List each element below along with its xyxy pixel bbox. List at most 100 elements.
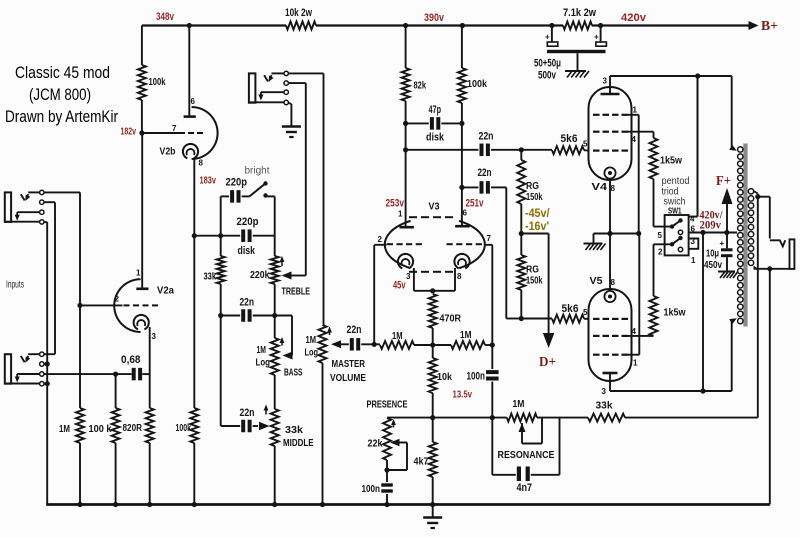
svg-text:pentod: pentod	[662, 176, 690, 187]
svg-text:-16vʹ: -16vʹ	[525, 221, 549, 233]
svg-text:1M: 1M	[257, 344, 267, 356]
svg-text:1M: 1M	[460, 329, 472, 341]
svg-text:253v: 253v	[386, 198, 405, 210]
svg-text:4: 4	[632, 135, 637, 144]
svg-text:420v/: 420v/	[700, 210, 724, 222]
svg-text:1M: 1M	[513, 398, 525, 410]
svg-text:V2b: V2b	[160, 146, 176, 158]
svg-text:82k: 82k	[414, 80, 427, 92]
svg-text:0,68: 0,68	[121, 354, 141, 366]
svg-text:2: 2	[115, 295, 120, 304]
svg-text:33k: 33k	[204, 271, 217, 283]
svg-text:5k6: 5k6	[562, 303, 579, 315]
svg-text:Drawn by ArtemKir: Drawn by ArtemKir	[5, 107, 118, 126]
svg-text:MIDDLE: MIDDLE	[283, 437, 314, 449]
svg-text:disk: disk	[238, 245, 256, 257]
svg-text:22k: 22k	[368, 438, 383, 450]
svg-text:1M: 1M	[306, 334, 317, 346]
svg-text:3: 3	[691, 237, 696, 246]
svg-text:100k: 100k	[176, 422, 192, 434]
svg-text:1k5w: 1k5w	[660, 155, 683, 167]
svg-text:820R: 820R	[123, 422, 143, 434]
svg-text:220p: 220p	[237, 216, 259, 228]
svg-text:2: 2	[378, 235, 383, 244]
svg-text:8: 8	[611, 278, 616, 287]
svg-text:5: 5	[658, 231, 663, 240]
svg-text:5: 5	[583, 308, 588, 317]
svg-text:1: 1	[136, 269, 141, 278]
svg-text:swich: swich	[664, 197, 686, 208]
svg-text:F+: F+	[716, 173, 731, 188]
svg-text:33k: 33k	[285, 424, 303, 436]
svg-text:SW1: SW1	[668, 206, 682, 216]
svg-text:100k: 100k	[467, 78, 487, 90]
svg-text:disk: disk	[426, 132, 445, 144]
svg-text:8: 8	[457, 272, 462, 281]
svg-text:13.5v: 13.5v	[453, 389, 473, 401]
svg-text:2: 2	[658, 248, 663, 257]
svg-text:182v: 182v	[121, 127, 137, 138]
svg-text:100 k: 100 k	[89, 423, 112, 435]
svg-text:B+: B+	[761, 19, 778, 34]
svg-text:Inputs: Inputs	[6, 279, 24, 291]
svg-text:3: 3	[603, 77, 608, 86]
svg-text:100k: 100k	[149, 76, 166, 88]
svg-text:(JCM 800): (JCM 800)	[29, 85, 91, 104]
svg-text:5k6: 5k6	[561, 133, 578, 145]
svg-text:1: 1	[633, 106, 638, 115]
svg-text:1: 1	[633, 359, 638, 368]
svg-text:bright: bright	[245, 165, 270, 177]
svg-text:100n: 100n	[467, 371, 486, 383]
svg-text:Classic 45 mod: Classic 45 mod	[15, 63, 110, 82]
svg-text:10k 2w: 10k 2w	[285, 7, 312, 19]
svg-text:6: 6	[191, 97, 196, 106]
svg-text:50+50μ: 50+50μ	[534, 58, 561, 70]
svg-text:420v: 420v	[621, 12, 647, 24]
svg-text:4k7: 4k7	[414, 456, 429, 468]
svg-text:150k: 150k	[526, 275, 543, 287]
svg-text:150k: 150k	[526, 191, 543, 203]
svg-text:47p: 47p	[429, 104, 442, 116]
svg-text:7: 7	[487, 234, 492, 243]
svg-text:V4: V4	[592, 181, 608, 193]
svg-text:1M: 1M	[392, 330, 403, 342]
svg-text:4: 4	[632, 327, 637, 336]
svg-text:V5: V5	[590, 275, 603, 287]
svg-text:251v: 251v	[466, 198, 485, 210]
svg-text:4n7: 4n7	[517, 482, 533, 494]
svg-text:7.1k 2w: 7.1k 2w	[563, 7, 596, 19]
svg-text:RESONANCE: RESONANCE	[498, 449, 555, 461]
svg-text:220k: 220k	[250, 269, 270, 281]
svg-text:V2a: V2a	[157, 285, 174, 297]
svg-text:10μ: 10μ	[706, 249, 719, 260]
svg-text:8: 8	[611, 184, 616, 193]
svg-text:470R: 470R	[440, 313, 462, 325]
svg-text:Log: Log	[305, 347, 319, 359]
svg-text:D+: D+	[539, 355, 556, 370]
svg-text:6: 6	[463, 209, 468, 218]
svg-text:7: 7	[172, 124, 177, 133]
svg-text:RG: RG	[526, 180, 539, 192]
svg-text:-45v/: -45v/	[525, 208, 550, 220]
svg-text:+: +	[594, 33, 599, 42]
svg-text:3: 3	[152, 332, 157, 341]
svg-text:3: 3	[406, 272, 411, 281]
svg-text:1: 1	[398, 210, 403, 219]
svg-text:PRESENCE: PRESENCE	[367, 399, 408, 411]
svg-text:TREBLE: TREBLE	[282, 286, 311, 298]
svg-text:22n: 22n	[479, 131, 494, 143]
svg-text:V3: V3	[429, 201, 440, 213]
svg-text:Log: Log	[256, 357, 271, 369]
svg-text:209v: 209v	[700, 220, 722, 232]
svg-text:3: 3	[602, 387, 607, 396]
svg-text:100n: 100n	[362, 483, 381, 495]
svg-text:348v: 348v	[156, 11, 175, 23]
svg-text:MASTER: MASTER	[332, 358, 366, 370]
svg-text:+: +	[545, 33, 550, 42]
svg-text:450v: 450v	[704, 260, 722, 271]
svg-text:390v: 390v	[424, 12, 445, 24]
svg-text:22n: 22n	[240, 407, 255, 419]
svg-text:8: 8	[199, 159, 204, 168]
svg-text:22n: 22n	[478, 167, 492, 179]
svg-text:5: 5	[583, 140, 588, 149]
